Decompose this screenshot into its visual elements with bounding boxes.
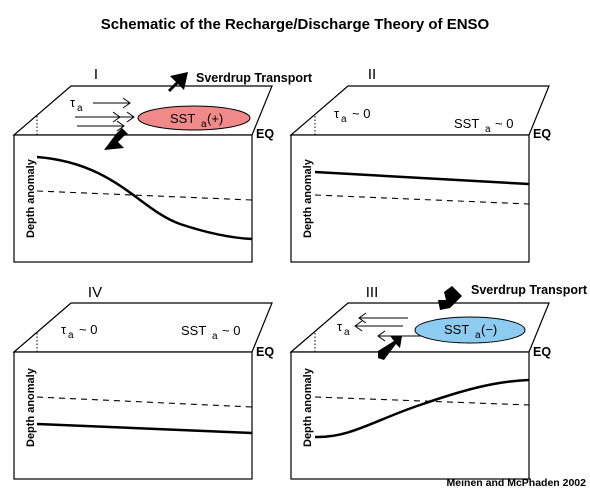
panel-III-thermocline-anomaly xyxy=(314,378,530,439)
svg-text:~ 0: ~ 0 xyxy=(222,323,240,338)
diagram-title: Schematic of the Recharge/Discharge Theo… xyxy=(101,16,490,33)
panel-I-sst-anomaly-warm xyxy=(137,105,251,131)
panel-I: I Sverdrup Transport τ a SST a (+) EQ De… xyxy=(12,66,313,263)
panel-III-eq-label: EQ xyxy=(533,345,551,359)
panel-IV-wind-stress-label: τ xyxy=(61,322,67,337)
panel-III-depth-box xyxy=(290,351,530,480)
panel-II: II τ a ~ 0 SST a ~ 0 EQ Depth anomaly xyxy=(289,66,551,263)
panel-III-mean-thermocline xyxy=(314,396,530,406)
panel-III-sst-anomaly-cool xyxy=(414,316,526,344)
svg-text:a: a xyxy=(201,119,207,130)
panel-III-sst-label: SST xyxy=(444,322,469,337)
panel-III-wind-arrows xyxy=(354,312,421,342)
panel-IV-y-label: Depth anomaly xyxy=(25,367,37,447)
svg-text:a: a xyxy=(212,331,218,342)
panel-II-eq-label: EQ xyxy=(533,127,551,141)
panel-II-sst-label: SST xyxy=(454,116,479,131)
panel-III: III Sverdrup Transport τ a SST a (−) EQ … xyxy=(289,283,588,480)
panel-I-eq-label: EQ xyxy=(256,127,274,141)
svg-text:(−): (−) xyxy=(481,322,497,337)
panel-IV-numeral: IV xyxy=(88,284,102,301)
panel-I-thermocline-anomaly xyxy=(36,155,253,241)
svg-text:~ 0: ~ 0 xyxy=(352,106,370,121)
panel-IV-eq-label: EQ xyxy=(256,345,274,359)
svg-text:a: a xyxy=(341,114,347,125)
svg-text:(+): (+) xyxy=(207,111,223,126)
panel-II-thermocline-anomaly xyxy=(314,170,530,186)
panel-III-sverdrup-arrow-equatorward xyxy=(438,286,462,310)
panel-I-sverdrup-arrow-poleward xyxy=(168,72,188,92)
svg-text:a: a xyxy=(485,124,491,135)
svg-text:a: a xyxy=(475,330,481,341)
panel-II-wind-stress-label: τ xyxy=(334,106,340,121)
panel-II-numeral: II xyxy=(368,66,376,83)
svg-text:a: a xyxy=(77,103,83,114)
panel-I-sst-label: SST xyxy=(170,111,195,126)
panel-IV-mean-thermocline xyxy=(36,396,253,408)
panel-I-depth-box xyxy=(13,134,253,263)
panel-III-wind-stress-label: τ xyxy=(337,319,343,334)
svg-text:~ 0: ~ 0 xyxy=(79,322,97,337)
panel-I-numeral: I xyxy=(94,66,98,83)
svg-text:a: a xyxy=(68,330,74,341)
panel-I-mean-thermocline xyxy=(36,190,253,201)
panel-III-sverdrup-arrow-poleward xyxy=(378,336,402,360)
panel-III-numeral: III xyxy=(366,284,379,301)
panel-IV-thermocline-anomaly xyxy=(36,422,253,435)
panel-II-depth-box xyxy=(290,134,530,263)
panel-I-sverdrup-label: Sverdrup Transport xyxy=(196,71,313,85)
panel-I-wind-stress-label: τ xyxy=(70,95,76,110)
panel-I-wind-arrows xyxy=(75,97,135,132)
svg-text:~ 0: ~ 0 xyxy=(495,116,513,131)
panel-I-sverdrup-arrow-equatorward xyxy=(104,128,128,150)
svg-text:a: a xyxy=(344,327,350,338)
panel-III-sverdrup-label: Sverdrup Transport xyxy=(471,283,588,297)
panel-I-y-label: Depth anomaly xyxy=(25,158,37,238)
panel-II-mean-thermocline xyxy=(314,194,530,205)
credit-line: Meinen and McPhaden 2002 xyxy=(447,477,587,489)
panel-IV: IV τ a ~ 0 SST a ~ 0 EQ Depth anomaly xyxy=(12,284,274,480)
panel-IV-depth-box xyxy=(13,351,253,480)
panel-III-y-label: Depth anomaly xyxy=(302,367,314,447)
panel-IV-sst-label: SST xyxy=(181,323,206,338)
panel-II-y-label: Depth anomaly xyxy=(302,158,314,238)
